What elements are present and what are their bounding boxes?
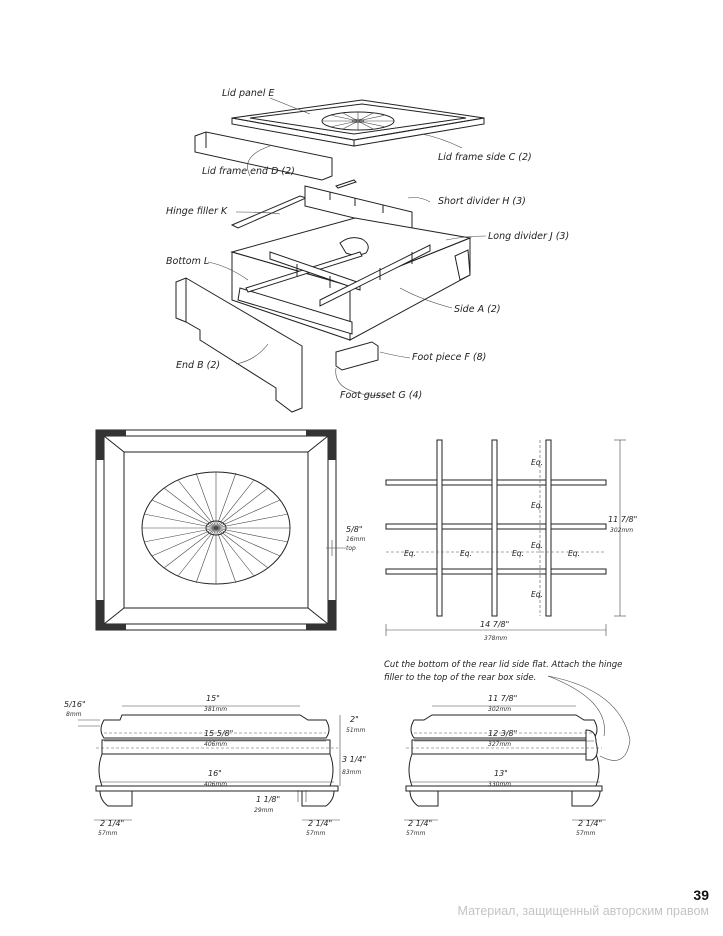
label-lid-frame-end: Lid frame end D (2) [202,166,295,177]
svg-text:Eq.: Eq. [531,501,543,510]
svg-text:Eq.: Eq. [531,541,543,550]
label-short-divider: Short divider H (3) [438,196,526,207]
label-hinge-filler: Hinge filler K [166,206,228,217]
side-top-in: 15" [206,694,220,703]
label-bottom: Bottom L [166,256,209,267]
label-foot-piece: Foot piece F (8) [412,352,486,363]
page-number: 39 [693,887,709,903]
end-lid-in: 12 3/8" [488,729,517,738]
end-base-in: 13" [494,769,508,778]
end-note-line-1: Cut the bottom of the rear lid side flat… [384,660,622,670]
side-foot-left-in: 2 1/4" [100,819,124,828]
end-foot-right-mm: 57mm [576,830,595,837]
end-base-mm: 330mm [488,781,511,788]
end-drawing [175,277,303,413]
watermark: Материал, защищенный авторским правом [457,904,709,918]
lid-plan-view: 5/8" 16mm top [95,429,365,631]
end-elevation: 11 7/8" 302mm 12 3/8" 327mm 13" 330mm 2 … [384,660,631,837]
divider-width-mm: 378mm [484,635,507,642]
svg-text:Eq.: Eq. [404,549,416,558]
label-foot-gusset: Foot gusset G (4) [340,390,422,401]
svg-text:Eq.: Eq. [460,549,472,558]
side-gap-mm: 29mm [254,807,273,814]
end-foot-left-in: 2 1/4" [408,819,432,828]
side-box-height-in: 3 1/4" [342,755,366,764]
exploded-view: Lid panel E Lid frame end D (2) Lid fram… [166,88,569,413]
side-base-in: 16" [208,769,222,778]
side-box-height-mm: 83mm [342,769,361,776]
side-foot-right-mm: 57mm [306,830,325,837]
equal-spacing-marks: Eq. Eq. Eq. Eq. Eq. Eq. Eq. Eq. [386,440,606,616]
label-side: Side A (2) [454,304,501,315]
end-foot-right-in: 2 1/4" [578,819,602,828]
divider-depth-mm: 302mm [610,527,633,534]
leader-lines [207,97,487,397]
end-foot-left-mm: 57mm [406,830,425,837]
side-foot-right-in: 2 1/4" [308,819,332,828]
side-lip-mm: 8mm [66,711,82,718]
side-lid-mm: 406mm [204,741,227,748]
side-lid-in: 15 5/8" [204,729,233,738]
box-tray-drawing [230,217,472,341]
part-labels: Lid panel E Lid frame end D (2) Lid fram… [166,88,569,401]
side-foot-left-mm: 57mm [98,830,117,837]
svg-text:Eq.: Eq. [531,458,543,467]
foot-piece-drawing [335,341,379,371]
lid-thickness-mm: 16mm [346,536,365,543]
side-gap-in: 1 1/8" [256,795,280,804]
divider-depth-in: 11 7/8" [608,515,637,524]
end-top-in: 11 7/8" [488,694,517,703]
lid-thickness-in: 5/8" [346,525,363,534]
side-lip-in: 5/16" [64,700,86,709]
svg-text:Eq.: Eq. [531,590,543,599]
end-top-mm: 302mm [488,706,511,713]
end-note-line-2: filler to the top of the rear box side. [384,673,536,683]
lid-thickness-note: top [346,545,356,552]
divider-width-in: 14 7/8" [480,620,509,629]
label-lid-panel: Lid panel E [222,88,274,99]
fan-inlay [141,471,291,585]
side-base-mm: 406mm [204,781,227,788]
divider-grid-plan: 11 7/8" 302mm 14 7/8" 378mm Eq. Eq. Eq. … [385,439,637,642]
svg-text:Eq.: Eq. [512,549,524,558]
label-end: End B (2) [176,360,220,371]
side-lid-height-mm: 51mm [346,727,365,734]
side-top-mm: 381mm [204,706,227,713]
svg-text:Eq.: Eq. [568,549,580,558]
end-lid-mm: 327mm [488,741,511,748]
side-lid-height-in: 2" [350,715,359,724]
label-long-divider: Long divider J (3) [488,231,569,242]
side-elevation: 15" 381mm 15 5/8" 406mm 16" 406mm 2" 51m… [64,694,366,837]
label-lid-frame-side: Lid frame side C (2) [438,152,532,163]
end-elevation-note: Cut the bottom of the rear lid side flat… [384,660,625,683]
lid-panel-drawing [231,99,485,147]
